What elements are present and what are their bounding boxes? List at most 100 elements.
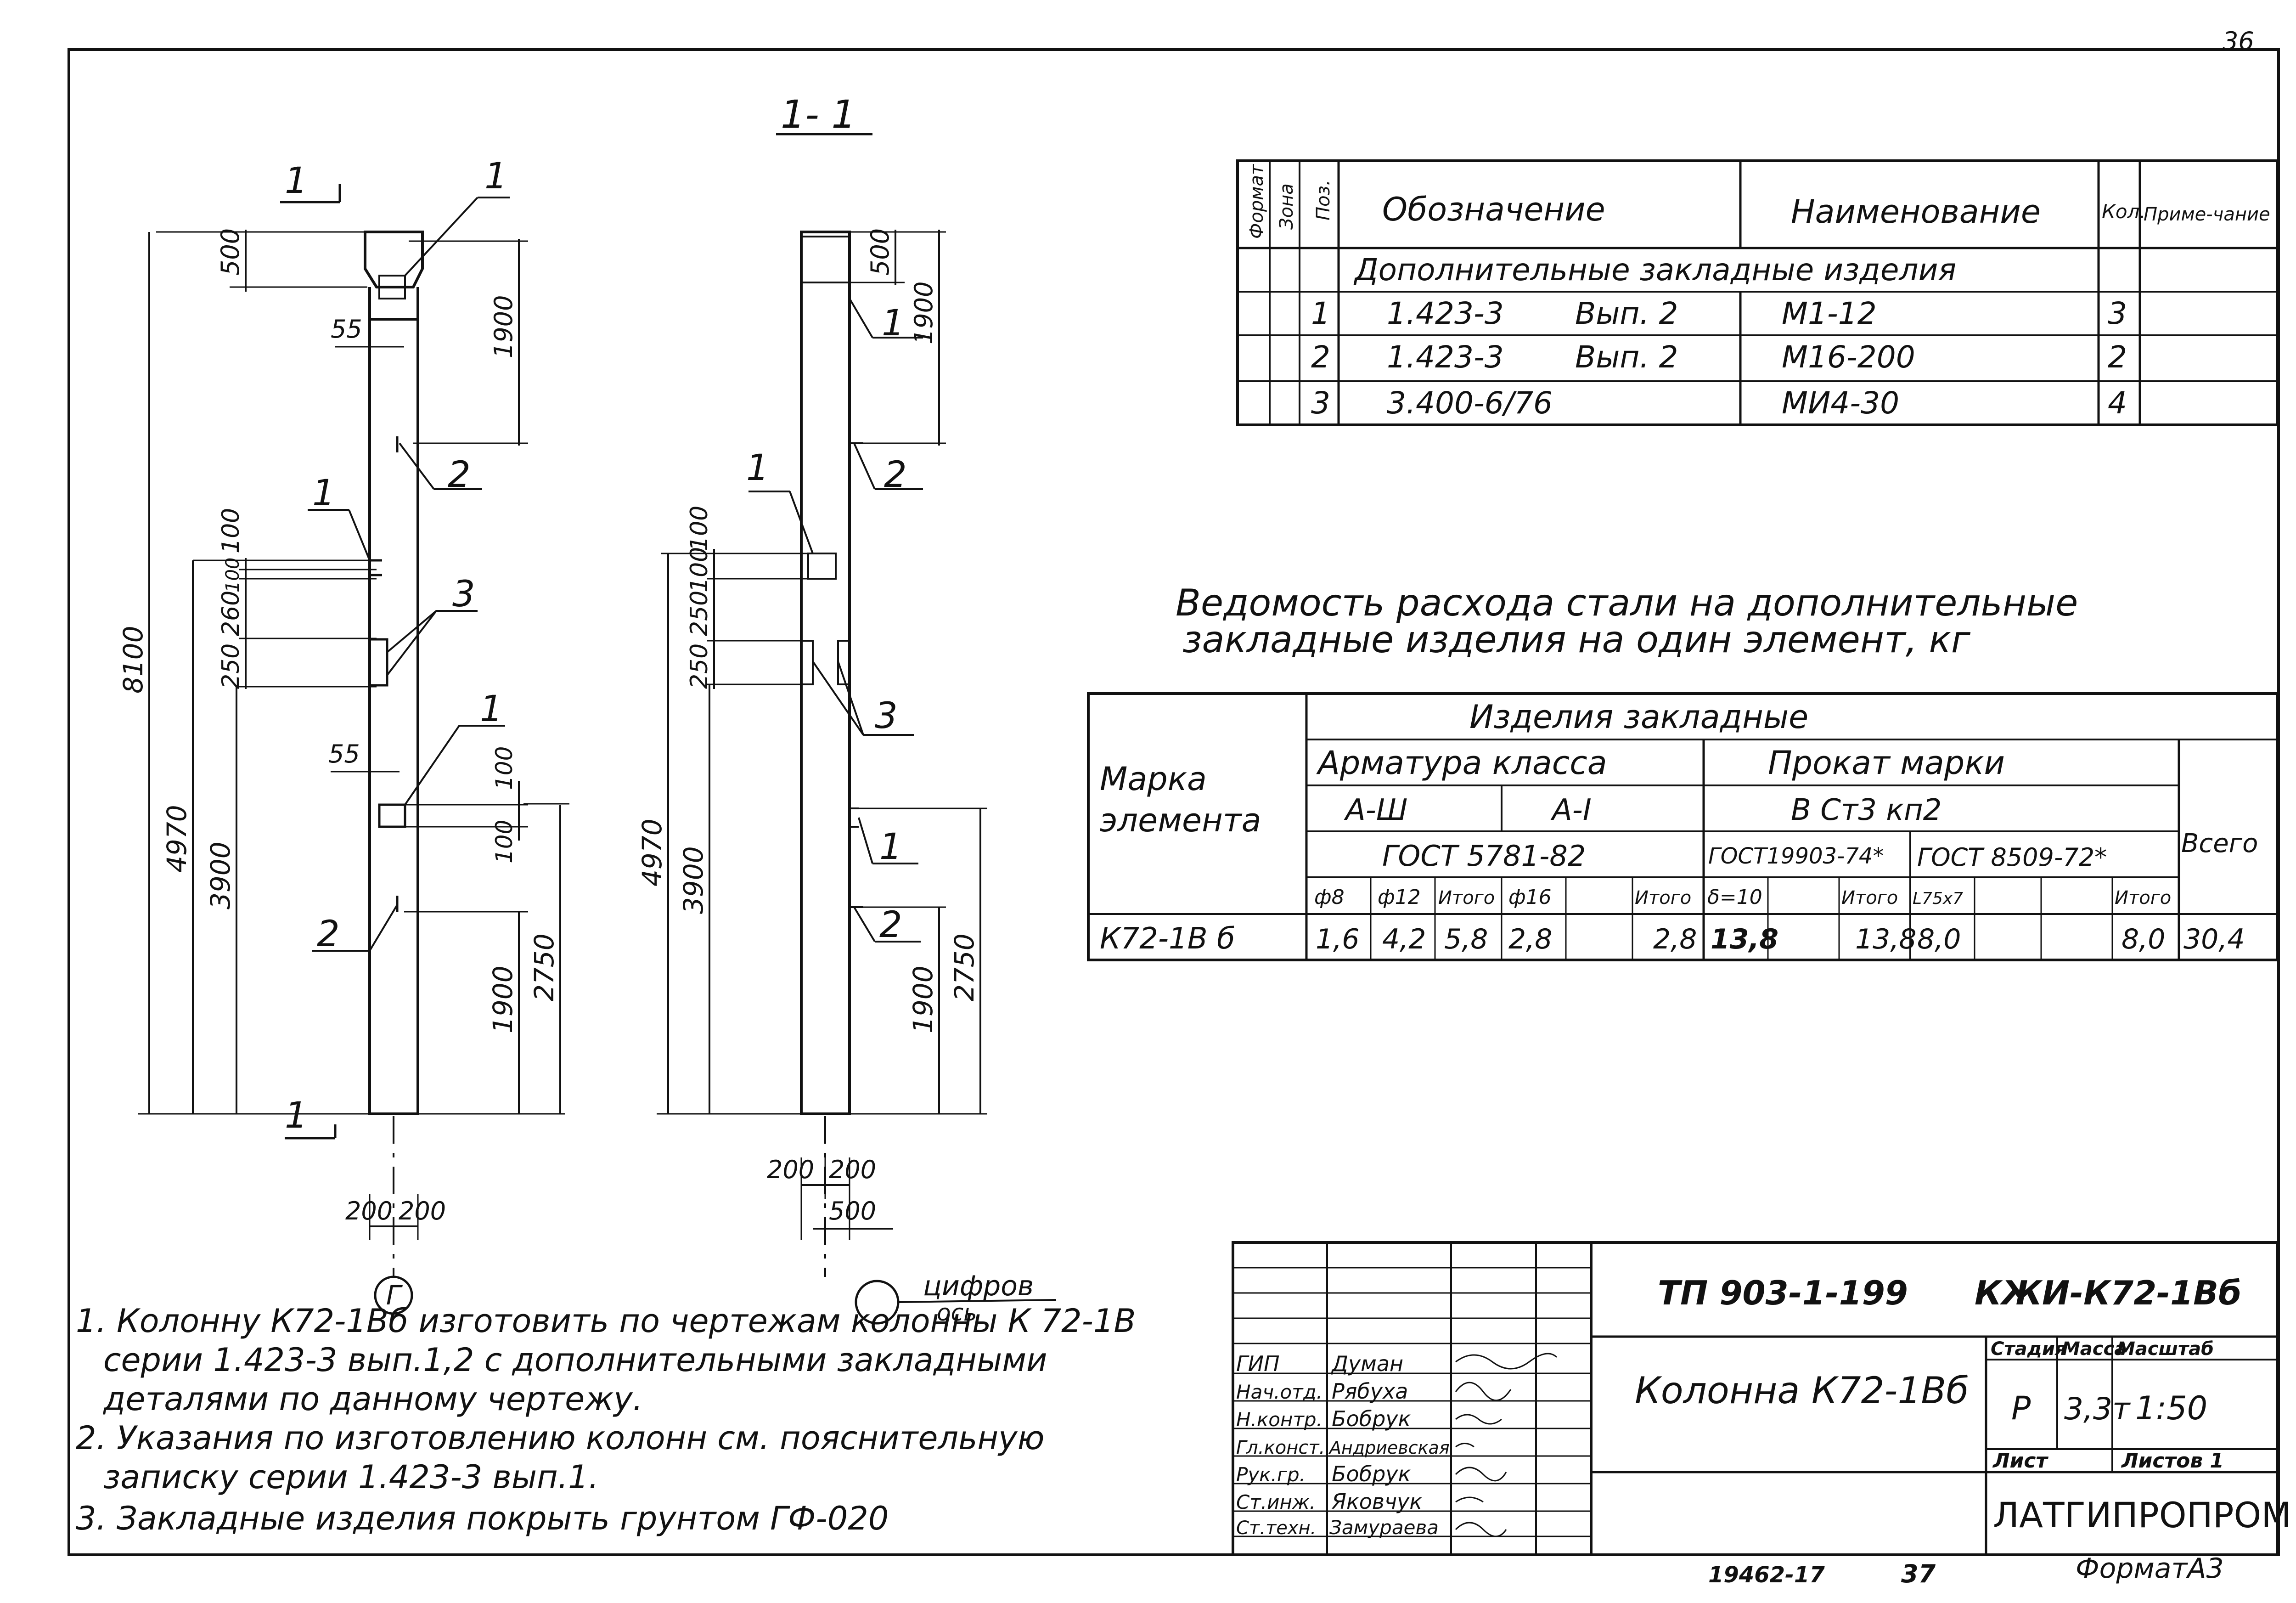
svg-text:L75х7: L75х7 [1913, 889, 1963, 908]
svg-text:Кол.: Кол. [2102, 200, 2146, 223]
svg-text:260: 260 [217, 591, 245, 636]
svg-text:1900: 1900 [489, 295, 518, 358]
svg-text:1900: 1900 [909, 282, 938, 344]
format-label: ФорматА3 [2076, 1552, 2224, 1585]
svg-text:55: 55 [331, 315, 362, 344]
svg-text:М1-12: М1-12 [1782, 296, 1877, 331]
svg-text:100: 100 [217, 508, 245, 553]
svg-text:Лист: Лист [1992, 1449, 2048, 1473]
svg-text:В Ст3 кп2: В Ст3 кп2 [1791, 793, 1942, 827]
svg-text:Нач.отд.: Нач.отд. [1236, 1381, 1322, 1403]
svg-text:Р: Р [2011, 1389, 2031, 1427]
steel-mark-header-2: элемента [1100, 802, 1261, 839]
svg-text:1. Колонну К72-1Вб изготовить: 1. Колонну К72-1Вб изготовить по чертежа… [76, 1302, 1136, 1340]
svg-text:1: 1 [312, 473, 335, 514]
cut-marker-top: 1 [285, 160, 308, 202]
svg-text:8,0: 8,0 [2122, 923, 2165, 955]
svg-text:1: 1 [879, 826, 902, 868]
svg-text:записку серии 1.423-3 вып.1.: записку серии 1.423-3 вып.1. [103, 1458, 599, 1496]
svg-text:δ=10: δ=10 [1707, 886, 1762, 909]
signature-rows: ГИП Думан Нач.отд. Рябуха Н.контр. Бобру… [1236, 1351, 1450, 1539]
svg-text:8100: 8100 [118, 626, 149, 694]
svg-text:Яковчук: Яковчук [1331, 1489, 1422, 1514]
svg-text:Поз.: Поз. [1313, 180, 1334, 220]
svg-text:Ст.техн.: Ст.техн. [1236, 1518, 1316, 1539]
svg-text:Изделия закладные: Изделия закладные [1469, 698, 1808, 736]
svg-text:Формат: Формат [1246, 164, 1267, 239]
steel-table: Марка элемента Изделия закладные Арматур… [1087, 692, 2279, 961]
svg-text:Масштаб: Масштаб [2117, 1338, 2214, 1360]
column-elevation-left: 1- 1 1 1 Г 200 200 [118, 92, 872, 1315]
axis-note-1: цифров [923, 1270, 1034, 1302]
svg-text:500: 500 [866, 228, 895, 276]
svg-text:Обозначение: Обозначение [1382, 191, 1605, 228]
svg-text:Н.контр.: Н.контр. [1236, 1408, 1322, 1431]
svg-text:5,8: 5,8 [1444, 923, 1488, 955]
svg-text:2: 2 [2108, 339, 2127, 375]
svg-text:деталями по данному чертежу.: деталями по данному чертежу. [103, 1380, 643, 1418]
signature-scribbles [1455, 1353, 1558, 1537]
svg-text:100: 100 [491, 746, 518, 790]
svg-text:3: 3 [875, 695, 898, 737]
svg-text:8,0: 8,0 [1917, 923, 1961, 955]
svg-text:2: 2 [1311, 339, 1330, 375]
svg-text:Ст.инж.: Ст.инж. [1236, 1491, 1316, 1513]
organization-name: ЛАТГИПРОПРОМ [1993, 1495, 2291, 1535]
svg-text:3900: 3900 [678, 846, 709, 914]
drawing-title: Колонна К72-1Вб [1635, 1369, 1969, 1412]
title-block: ГИП Думан Нач.отд. Рябуха Н.контр. Бобру… [1232, 1241, 2291, 1556]
svg-text:4: 4 [2108, 385, 2127, 421]
svg-text:13,8: 13,8 [1711, 923, 1778, 955]
svg-text:М16-200: М16-200 [1782, 339, 1915, 375]
steel-subheaders: ф8 ф12 Итого ф16 Итого δ=10 Итого L75х7 … [1314, 886, 2171, 909]
svg-text:500: 500 [216, 228, 245, 276]
steel-title-line2: закладные изделия на один элемент, кг [1182, 618, 1971, 661]
table-row: 1 1.423-3 Вып. 2 М1-12 3 [1311, 296, 2127, 331]
svg-text:200: 200 [829, 1155, 876, 1184]
svg-text:30,4: 30,4 [2183, 923, 2245, 955]
svg-text:2,8: 2,8 [1653, 923, 1697, 955]
svg-text:Думан: Думан [1331, 1351, 1403, 1376]
svg-text:200: 200 [399, 1197, 446, 1225]
column-elevation-right: цифров ось 200 200 500 500 1900 100 100 … [636, 228, 1057, 1326]
svg-text:1: 1 [1311, 296, 1330, 331]
svg-text:Прокат марки: Прокат марки [1768, 744, 2005, 782]
svg-text:55: 55 [328, 739, 360, 768]
svg-text:Всего: Всего [2181, 829, 2258, 858]
svg-text:2. Указания по изготовлению ко: 2. Указания по изготовлению колонн см. п… [76, 1419, 1045, 1457]
svg-text:Рябуха: Рябуха [1332, 1379, 1408, 1404]
svg-text:100: 100 [491, 820, 518, 864]
table-row: 3 3.400-6/76 МИ4-30 4 [1311, 385, 2127, 421]
svg-text:2: 2 [448, 454, 471, 496]
svg-text:250: 250 [217, 643, 245, 689]
svg-text:100: 100 [686, 547, 713, 593]
bottom-number-right: 37 [1901, 1559, 1936, 1588]
svg-text:Стадия: Стадия [1991, 1338, 2067, 1360]
svg-text:250: 250 [686, 591, 713, 636]
doc-code: КЖИ-К72-1Вб [1975, 1274, 2241, 1312]
axis-note-2: ось [937, 1299, 977, 1326]
svg-text:Зона: Зона [1276, 183, 1297, 230]
axis-label: Г [386, 1280, 403, 1311]
svg-text:Итого: Итого [1438, 887, 1495, 909]
svg-text:100: 100 [222, 558, 243, 593]
svg-text:ф8: ф8 [1314, 886, 1345, 909]
spec-table: Формат Зона Поз. Обозначение Наименовани… [1236, 159, 2279, 426]
svg-text:1.423-3: 1.423-3 [1387, 339, 1504, 375]
svg-text:2: 2 [879, 904, 902, 946]
page-number: 36 [2223, 27, 2254, 56]
svg-text:серии 1.423-3 вып.1,2 с дополн: серии 1.423-3 вып.1,2 с дополнительными … [103, 1341, 1047, 1379]
svg-text:МИ4-30: МИ4-30 [1782, 385, 1899, 421]
svg-text:200: 200 [767, 1155, 814, 1184]
steel-mark-header-1: Марка [1100, 760, 1207, 798]
table-row: 2 1.423-3 Вып. 2 М16-200 2 [1311, 339, 2127, 375]
svg-text:3. Закладные изделия покрыть г: 3. Закладные изделия покрыть грунтом ГФ-… [76, 1500, 889, 1537]
svg-text:1900: 1900 [907, 965, 939, 1033]
svg-text:Бобрук: Бобрук [1332, 1462, 1411, 1486]
svg-text:Арматура класса: Арматура класса [1316, 744, 1607, 782]
svg-text:А-Ш: А-Ш [1344, 793, 1407, 827]
svg-text:3: 3 [2108, 296, 2127, 331]
table-row: К72-1В б 1,6 4,2 5,8 2,8 2,8 13,8 13,8 8… [1100, 922, 2245, 956]
svg-text:ГОСТ 5781-82: ГОСТ 5781-82 [1382, 839, 1586, 873]
steel-title-line1: Ведомость расхода стали на дополнительны… [1176, 581, 2078, 624]
